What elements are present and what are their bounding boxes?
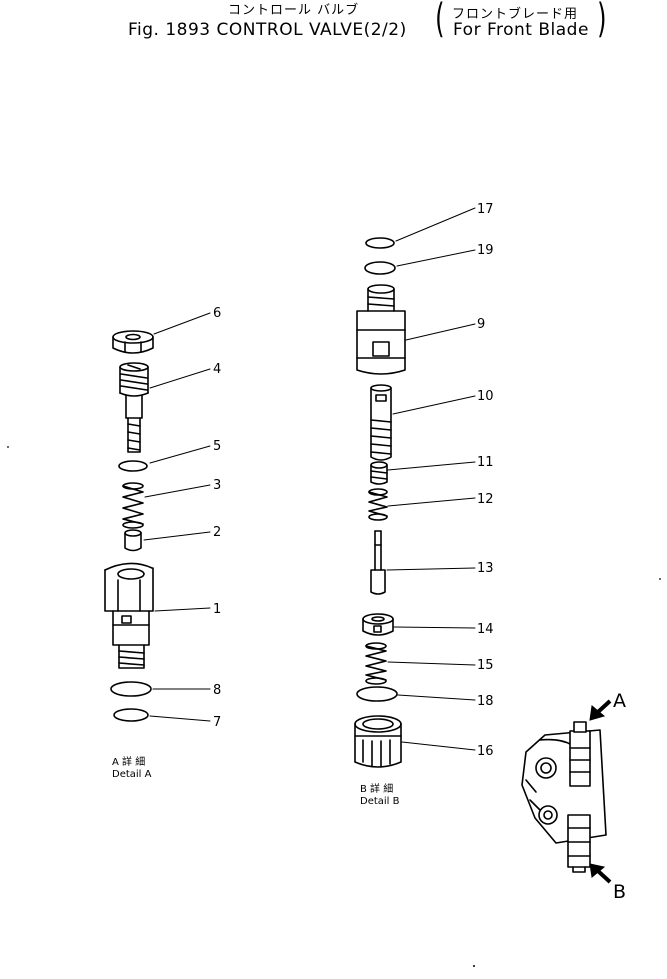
view-a-label: A — [613, 690, 626, 712]
callout-a-0: 6 — [213, 306, 221, 321]
detail-a-leaders — [143, 312, 211, 722]
callout-b-9: 18 — [477, 694, 494, 709]
callout-b-2: 9 — [477, 317, 485, 332]
part-7-o-ring — [113, 708, 149, 722]
part-12-spring — [368, 488, 388, 521]
part-11-collar — [370, 461, 388, 485]
callout-b-4: 11 — [477, 455, 494, 470]
part-16-cap — [354, 715, 402, 768]
figure-title: Fig. 1893 CONTROL VALVE(2/2) — [128, 20, 407, 40]
detail-b-label-en: Detail B — [360, 796, 400, 807]
part-14-retainer — [362, 613, 394, 636]
locator-valve-assembly — [521, 721, 607, 873]
part-9-sleeve — [356, 284, 406, 375]
part-17-o-ring — [365, 237, 395, 249]
callout-a-5: 1 — [213, 602, 221, 617]
callout-b-8: 15 — [477, 658, 494, 673]
callout-b-10: 16 — [477, 744, 494, 759]
callout-numbers: 6 4 5 3 2 1 8 7 17 19 9 10 11 12 13 14 1… — [213, 202, 626, 903]
scan-specks — [7, 446, 661, 967]
callout-a-7: 7 — [213, 715, 221, 730]
part-5-o-ring — [118, 460, 148, 472]
callout-a-3: 3 — [213, 478, 221, 493]
callout-b-0: 17 — [477, 202, 494, 217]
open-paren: ( — [435, 0, 445, 42]
callout-a-2: 5 — [213, 439, 221, 454]
callout-b-5: 12 — [477, 492, 494, 507]
view-b-label: B — [613, 881, 626, 903]
title-japanese: コントロール バルブ — [228, 3, 360, 18]
callout-a-1: 4 — [213, 362, 221, 377]
close-paren: ) — [597, 0, 607, 42]
callout-b-3: 10 — [477, 389, 494, 404]
callout-b-1: 19 — [477, 243, 494, 258]
callout-b-7: 14 — [477, 622, 494, 637]
callout-a-4: 2 — [213, 525, 221, 540]
part-1-valve-body — [104, 562, 154, 669]
variant-english: For Front Blade — [453, 20, 589, 40]
part-18-o-ring — [356, 686, 398, 702]
part-8-o-ring — [110, 681, 152, 697]
part-15-spring — [365, 642, 387, 685]
detail-b-leaders — [386, 207, 476, 751]
part-4-screw — [119, 362, 149, 453]
part-2-poppet — [124, 529, 142, 552]
part-10-spool — [370, 384, 392, 461]
locator-arrows — [589, 699, 612, 884]
callout-b-6: 13 — [477, 561, 494, 576]
part-19-o-ring — [364, 261, 396, 275]
part-3-spring — [122, 482, 144, 529]
view-a-arrow-icon — [589, 699, 612, 721]
detail-a-label-en: Detail A — [112, 769, 152, 780]
callout-a-6: 8 — [213, 683, 221, 698]
detail-b-label-jp: B 詳 細 — [360, 784, 394, 795]
detail-a-caption: A 詳 細 Detail A — [112, 757, 151, 781]
part-6-nut — [112, 330, 154, 354]
detail-b-caption: B 詳 細 Detail B — [360, 784, 400, 808]
variant-japanese: フロントブレード用 — [452, 7, 579, 22]
detail-a-label-jp: A 詳 細 — [112, 757, 146, 768]
view-b-arrow-icon — [589, 863, 612, 884]
part-13-plunger — [370, 530, 386, 595]
